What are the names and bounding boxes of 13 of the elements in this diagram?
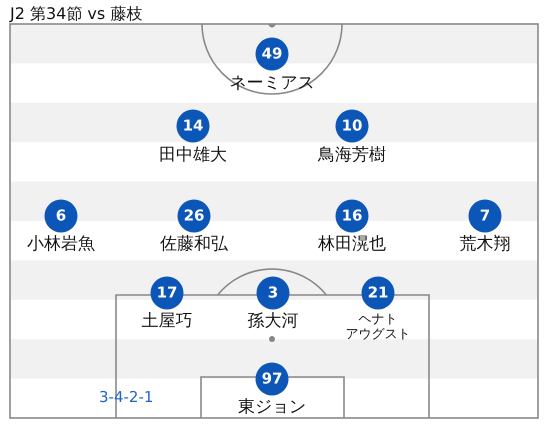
player-name: 東ジョン	[238, 397, 306, 417]
player-name: 小林岩魚	[27, 234, 95, 254]
player-name: 鳥海芳樹	[318, 145, 386, 165]
player-name: 土屋巧	[142, 311, 192, 331]
title: J2 第34節 vs 藤枝	[10, 4, 142, 23]
player-name: 田中雄大	[159, 145, 227, 165]
player-name: 荒木翔	[460, 234, 510, 254]
player-name: 林田滉也	[318, 234, 386, 254]
player-name: 孫大河	[248, 311, 298, 331]
player-name: 佐藤和弘	[160, 234, 228, 254]
player-name: ヘナトアウグスト	[346, 312, 410, 342]
formation-label: 3-4-2-1	[99, 388, 154, 406]
player-name: ネーミアス	[230, 73, 314, 93]
